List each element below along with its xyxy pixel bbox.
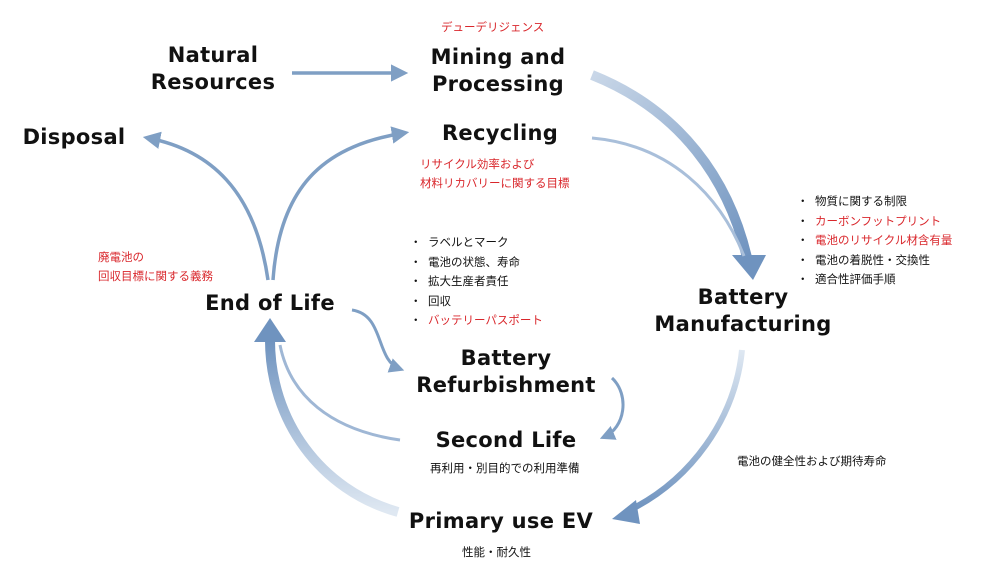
node-mining-line1: Mining and (430, 45, 566, 69)
arrow-end-of-life-to-recycling (271, 126, 410, 281)
node-end-of-life-label: End of Life (205, 291, 335, 315)
arrow-manufacturing-to-primary-use (628, 349, 745, 513)
annotation-waste-battery: 廃電池の 回収目標に関する義務 (98, 248, 213, 286)
node-natural-resources-line1: Natural (167, 43, 259, 67)
node-refurbishment-line1: Battery (460, 346, 552, 370)
arrow-end-of-life-to-refurbishment (351, 308, 405, 373)
arrow-mining-to-manufacturing (590, 70, 753, 264)
end-of-life-requirement-item: 回収 (410, 292, 543, 312)
arrow-second-life-to-end-of-life (278, 344, 401, 442)
arrowhead-primary-use (612, 500, 640, 524)
annotation-recycling-targets-line2: 材料リカバリーに関する目標 (420, 176, 570, 190)
manufacturing-requirements: 物質に関する制限カーボンフットプリント電池のリサイクル材含有量電池の着脱性・交換… (797, 192, 952, 290)
node-end-of-life: End of Life (196, 290, 344, 317)
arrow-recycling-to-manufacturing (591, 136, 746, 257)
arrowhead-end-of-life (254, 318, 286, 342)
arrow-primary-use-to-end-of-life (265, 339, 400, 517)
arrow-refurbishment-to-second-life (599, 376, 625, 440)
annotation-waste-battery-line2: 回収目標に関する義務 (98, 269, 213, 283)
node-manufacturing-line2: Manufacturing (654, 312, 832, 336)
annotation-waste-battery-line1: 廃電池の (98, 250, 144, 264)
arrowhead-manufacturing (732, 255, 766, 280)
node-recycling: Recycling (432, 120, 568, 147)
manufacturing-requirement-item: 電池の着脱性・交換性 (797, 251, 952, 271)
end-of-life-requirement-item: 電池の状態、寿命 (410, 253, 543, 273)
end-of-life-requirements: ラベルとマーク電池の状態、寿命拡大生産者責任回収バッテリーパスポート (410, 233, 543, 331)
node-mining-processing: Mining and Processing (410, 44, 586, 98)
annotation-performance: 性能・耐久性 (462, 545, 531, 559)
manufacturing-requirement-item: カーボンフットプリント (797, 212, 952, 232)
manufacturing-requirement-item: 物質に関する制限 (797, 192, 952, 212)
node-manufacturing-line1: Battery (697, 285, 789, 309)
end-of-life-requirement-item: バッテリーパスポート (410, 311, 543, 331)
manufacturing-requirements-list: 物質に関する制限カーボンフットプリント電池のリサイクル材含有量電池の着脱性・交換… (797, 192, 952, 290)
node-mining-line2: Processing (431, 72, 565, 96)
annotation-recycling-targets: リサイクル効率および 材料リカバリーに関する目標 (420, 155, 570, 193)
node-recycling-label: Recycling (441, 121, 559, 145)
node-battery-manufacturing: Battery Manufacturing (648, 284, 838, 338)
node-natural-resources-line2: Resources (150, 70, 276, 94)
annotation-due-diligence: デューデリジェンス (441, 20, 545, 34)
node-second-life: Second Life (428, 427, 584, 454)
arrow-end-of-life-to-disposal (142, 131, 270, 281)
node-refurbishment-line2: Refurbishment (416, 373, 596, 397)
node-battery-refurbishment: Battery Refurbishment (412, 345, 600, 399)
node-primary-use-ev: Primary use EV (408, 508, 594, 535)
end-of-life-requirement-item: ラベルとマーク (410, 233, 543, 253)
annotation-second-life-prep: 再利用・別目的での利用準備 (430, 461, 580, 475)
annotation-recycling-targets-line1: リサイクル効率および (420, 157, 535, 171)
manufacturing-requirement-item: 電池のリサイクル材含有量 (797, 231, 952, 251)
end-of-life-requirements-list: ラベルとマーク電池の状態、寿命拡大生産者責任回収バッテリーパスポート (410, 233, 543, 331)
node-disposal: Disposal (18, 124, 130, 151)
node-primary-use-label: Primary use EV (408, 509, 594, 533)
node-natural-resources: Natural Resources (138, 42, 288, 96)
node-disposal-label: Disposal (22, 125, 126, 149)
node-second-life-label: Second Life (435, 428, 577, 452)
annotation-battery-health: 電池の健全性および期待寿命 (737, 454, 887, 468)
end-of-life-requirement-item: 拡大生産者責任 (410, 272, 543, 292)
manufacturing-requirement-item: 適合性評価手順 (797, 270, 952, 290)
